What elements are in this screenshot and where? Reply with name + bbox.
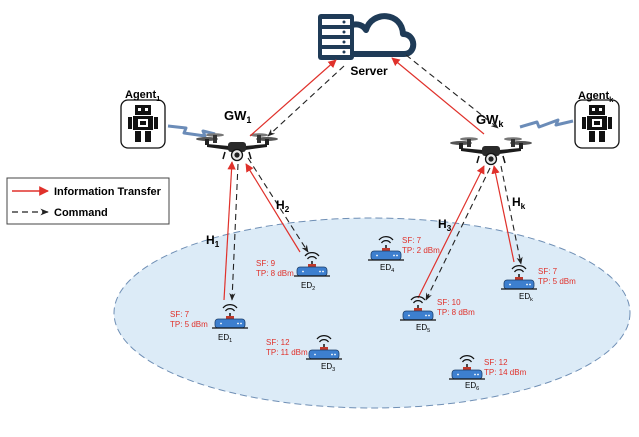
channel-h3-label: H3 — [438, 217, 452, 233]
agent-1-label: Agent1 — [125, 89, 161, 103]
svg-text:TP: 14 dBm: TP: 14 dBm — [484, 368, 527, 377]
svg-text:ED2: ED2 — [301, 281, 315, 292]
gw1-to-ed1-command-arrow — [229, 163, 239, 301]
svg-text:TP: 5 dBm: TP: 5 dBm — [538, 277, 576, 286]
channel-h2-label: H2 — [276, 198, 290, 214]
agent-1-wireless-link — [167, 124, 216, 138]
end-device-5: ED5 SF: 10 TP: 8 dBm — [399, 295, 475, 334]
server-label: Server — [350, 64, 388, 78]
gwk-to-ed5-command-arrow — [425, 167, 491, 301]
svg-text:ED5: ED5 — [416, 323, 430, 334]
ed2-to-gw1-info-arrow — [245, 163, 301, 253]
end-device-k: EDk SF: 7 TP: 5 dBm — [500, 264, 576, 303]
gw1-to-ed2-command-arrow — [247, 157, 309, 253]
svg-text:TP: 2 dBm: TP: 2 dBm — [402, 246, 440, 255]
svg-text:SF: 12: SF: 12 — [484, 358, 508, 367]
ed1-to-gw1-info-arrow — [223, 161, 236, 301]
gateway-k-drone-icon — [449, 136, 533, 166]
svg-text:TP: 8 dBm: TP: 8 dBm — [256, 269, 294, 278]
svg-text:ED1: ED1 — [218, 333, 232, 344]
agent-1-robot-icon — [120, 99, 166, 149]
end-device-4: ED4 SF: 7 TP: 2 dBm — [367, 235, 440, 274]
svg-text:SF: 9: SF: 9 — [256, 259, 276, 268]
channel-hk-label: Hk — [512, 195, 526, 211]
legend-box — [6, 177, 170, 225]
svg-text:SF: 12: SF: 12 — [266, 338, 290, 347]
agent-k-label: Agentk — [578, 90, 614, 104]
svg-text:SF: 10: SF: 10 — [437, 298, 461, 307]
ed5-to-gwk-info-arrow — [417, 165, 485, 299]
svg-text:EDk: EDk — [519, 292, 533, 303]
channel-h1-label: H1 — [206, 233, 220, 249]
svg-text:SF: 7: SF: 7 — [402, 236, 422, 245]
svg-text:ED6: ED6 — [465, 381, 479, 392]
svg-text:TP: 11 dBm: TP: 11 dBm — [266, 348, 308, 357]
gwk-to-server-info-arrow — [391, 57, 485, 135]
agent-k-robot-icon — [574, 99, 620, 149]
end-device-6: ED6 SF: 12 TP: 14 dBm — [448, 354, 527, 392]
edk-to-gwk-info-arrow — [491, 165, 515, 263]
svg-text:TP: 8 dBm: TP: 8 dBm — [437, 308, 475, 317]
server-icon — [318, 13, 417, 60]
svg-text:ED3: ED3 — [321, 362, 335, 373]
end-device-1: ED1 SF: 7 TP: 5 dBm — [170, 303, 249, 344]
gw1-to-server-info-arrow — [249, 59, 337, 137]
coverage-area — [113, 217, 631, 409]
svg-text:SF: 7: SF: 7 — [538, 267, 558, 276]
agent-k-wireless-link — [519, 118, 574, 129]
svg-text:SF: 7: SF: 7 — [170, 310, 190, 319]
svg-text:ED4: ED4 — [380, 263, 394, 274]
svg-text:TP: 5 dBm: TP: 5 dBm — [170, 320, 208, 329]
legend-command-label: Command — [54, 207, 108, 219]
legend-info-label: Information Transfer — [54, 186, 162, 198]
gateway-1-drone-icon — [195, 132, 279, 162]
server-to-gw1-command-arrow — [267, 65, 345, 137]
legend: Information Transfer Command — [6, 177, 170, 225]
end-device-2: ED2 SF: 9 TP: 8 dBm — [256, 251, 331, 292]
gateway-1-label: GW1 — [224, 108, 251, 125]
gwk-to-edk-command-arrow — [500, 165, 523, 265]
end-device-3: ED3 SF: 12 TP: 11 dBm — [266, 334, 343, 373]
